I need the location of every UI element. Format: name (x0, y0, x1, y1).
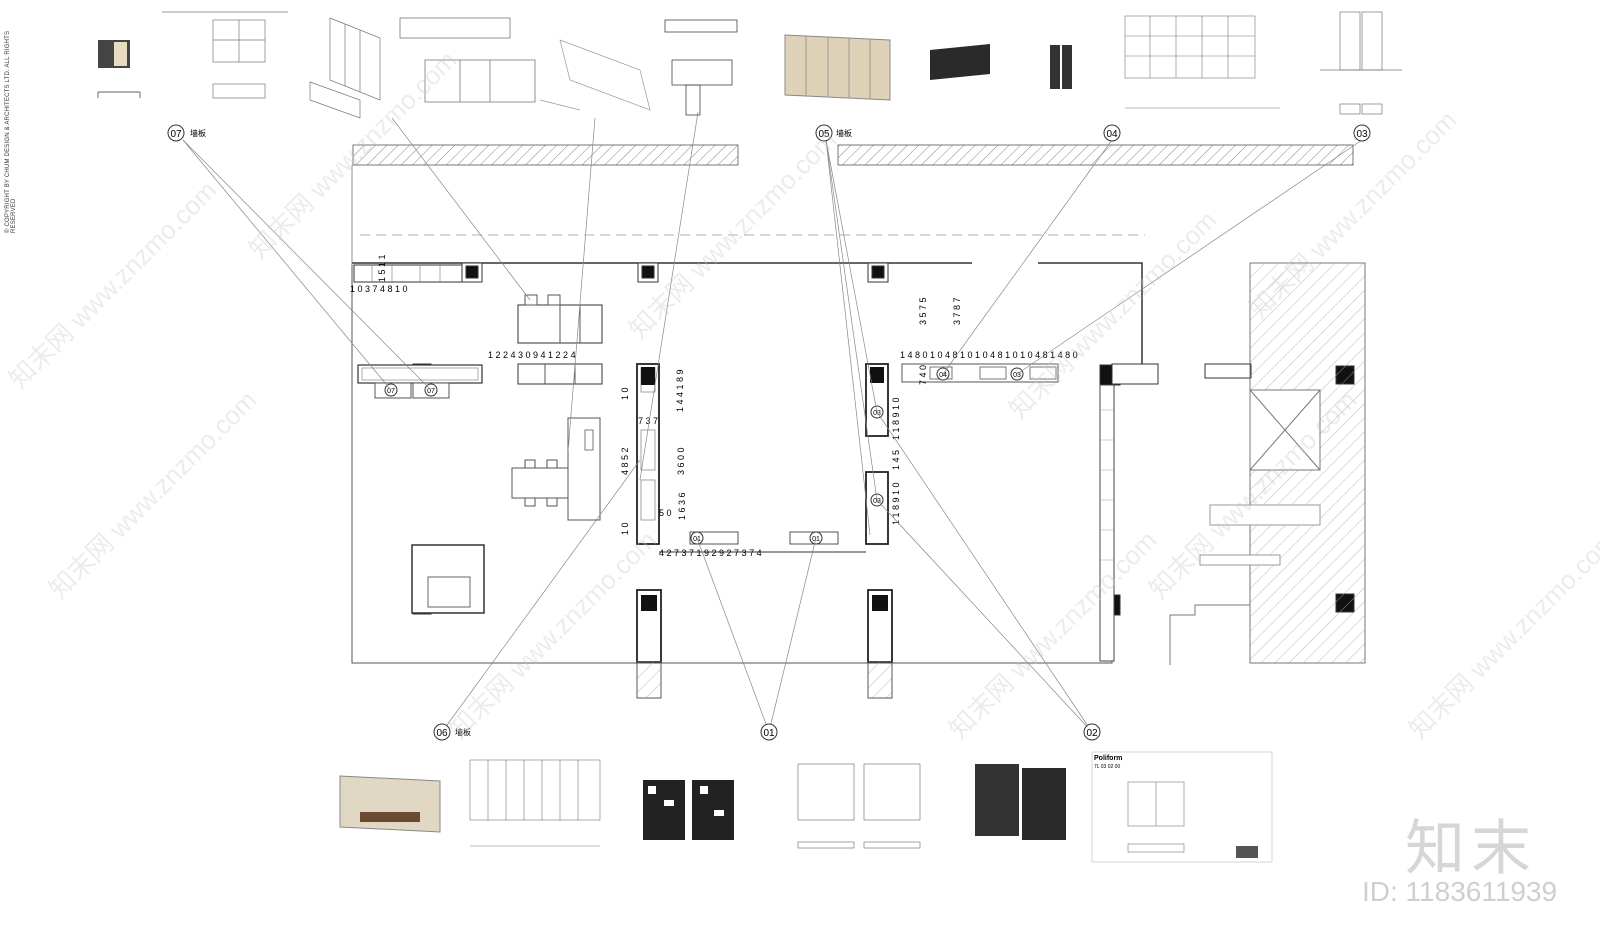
watermark-text: 知末网 www.znzmo.com (1403, 525, 1600, 744)
thumb-06-elev (469, 759, 601, 847)
dim-right-e: 1 4 5 (891, 450, 901, 470)
svg-text:04: 04 (939, 372, 947, 379)
thumb-06-panels (339, 775, 441, 833)
wall-hatch-left (352, 144, 739, 166)
dim-col-d: 3 6 0 0 (676, 447, 686, 475)
watermark-text: 知末网 www.znzmo.com (3, 175, 222, 394)
svg-text:07: 07 (427, 388, 435, 395)
svg-text:04: 04 (1106, 129, 1118, 140)
thumb-07-cabinet (97, 40, 141, 98)
dim-center-row: 1 2 2 4 3 0 9 4 1 2 2 4 (488, 350, 576, 360)
svg-text:07: 07 (170, 129, 182, 140)
watermark-text: 知末网 www.znzmo.com (43, 385, 262, 604)
wall-hatch-right (837, 144, 1354, 166)
dining-table (511, 467, 569, 499)
dim-left-top: 1 5 1 1 (377, 254, 387, 282)
svg-text:7L 03 02 00: 7L 03 02 00 (1094, 764, 1120, 770)
dim-right-b: 3 7 8 7 (952, 297, 962, 325)
callouts: 07 墙板 05 墙板 04 03 06 墙板 01 02 (167, 124, 1371, 741)
booth-left-column (636, 363, 660, 545)
svg-text:墙板: 墙板 (190, 128, 206, 138)
top-wall-right (1038, 262, 1143, 370)
thumb-titleblock: Poliform 7L 03 02 00 (1091, 751, 1273, 863)
svg-text:03: 03 (873, 498, 881, 505)
dim-bottom-row: 4 2 7 3 7 1 9 2 9 2 7 3 7 4 (659, 548, 762, 558)
thumb-02-cabinets (975, 764, 1066, 840)
svg-text:03: 03 (873, 410, 881, 417)
plan-tags: 07 07 01 01 04 03 03 03 (384, 367, 1024, 545)
copyright-notice: © COPYRIGHT BY CHUM DESIGN & ARCHITECTS … (5, 30, 17, 233)
thumb-04-grid (1124, 15, 1280, 109)
svg-text:06: 06 (436, 728, 448, 739)
svg-text:Poliform: Poliform (1094, 755, 1122, 762)
svg-text:01: 01 (763, 728, 775, 739)
svg-text:07: 07 (387, 388, 395, 395)
thumb-01-elev (797, 763, 921, 849)
thumb-07-elevation (162, 11, 288, 99)
thumb-black-shelves (643, 780, 734, 840)
dim-col-e: 1 0 (620, 387, 630, 400)
svg-text:墙板: 墙板 (455, 727, 471, 737)
svg-text:01: 01 (812, 536, 820, 543)
thumb-shelf-elev (664, 19, 738, 116)
leader-lines (182, 111, 1363, 733)
svg-text:01: 01 (693, 536, 701, 543)
dim-col-f: 5 0 (659, 508, 672, 518)
kitchen-lower (517, 363, 603, 385)
dim-col-h: 1 0 (620, 522, 630, 535)
thumb-03-elev (1320, 11, 1402, 115)
watermark-text: 知末网 www.znzmo.com (943, 525, 1162, 744)
chairs (524, 459, 558, 507)
island (567, 417, 601, 521)
dim-right-c: 7 4 0 (918, 365, 928, 385)
dim-col-b: 7 3 7 (638, 416, 658, 426)
watermark-logo: 知末 (1405, 814, 1537, 884)
dim-right-f: 1 1 8 9 1 0 (891, 482, 901, 525)
svg-text:05: 05 (818, 129, 830, 140)
dim-col-a: 1 4 4 1 8 9 (675, 369, 685, 412)
svg-text:03: 03 (1013, 372, 1021, 379)
dim-right-d: 1 1 8 9 1 0 (891, 397, 901, 440)
watermark-id: ID: 1183611939 (1362, 876, 1558, 907)
thumb-kitchen-elev (399, 17, 536, 103)
thumb-kitchen-3d (309, 17, 381, 119)
right-long-wall (1099, 384, 1115, 662)
dim-right-a: 3 5 7 5 (918, 297, 928, 325)
dim-col-g: 1 6 3 6 (677, 492, 687, 520)
svg-text:03: 03 (1356, 129, 1368, 140)
dim-left-bottom: 1 0 3 7 4 8 1 0 (350, 284, 408, 294)
thumb-kitchen-iso (539, 39, 651, 111)
wall-cabinet-top (353, 264, 463, 283)
thumb-05-panels (784, 34, 1072, 101)
dim-right-row: 1 4 8 0 1 0 4 8 1 0 1 0 4 8 1 0 1 0 4 8 … (900, 350, 1078, 360)
svg-text:墙板: 墙板 (836, 128, 852, 138)
svg-text:02: 02 (1086, 728, 1098, 739)
dim-col-c: 4 8 5 2 (620, 447, 630, 475)
